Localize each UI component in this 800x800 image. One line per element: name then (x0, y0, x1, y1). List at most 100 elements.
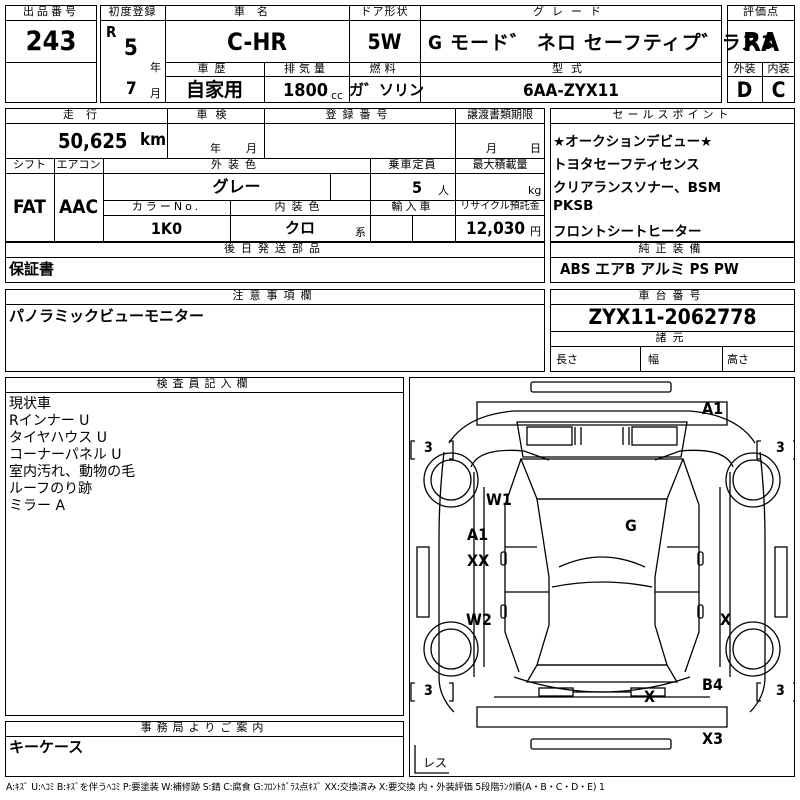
office-note: キーケース (9, 738, 84, 756)
inspector-line: 現状車 (9, 396, 51, 412)
vehicle-header-box (100, 5, 722, 103)
inspector-line: 室内汚れ、動物の毛 (9, 464, 136, 480)
windshield (520, 458, 684, 500)
car-name-label: 車名 (234, 5, 280, 18)
front-bumper (476, 401, 728, 426)
left-side-profile (416, 546, 430, 618)
mark-left-rear-door: W2 (466, 610, 492, 629)
office-label: 事務局よりご案内 (140, 721, 269, 734)
right-side-profile (774, 546, 788, 618)
right-front-door-handle (697, 551, 704, 566)
inspector-line: ミラー A (9, 498, 66, 514)
tire-bracket-rr (756, 682, 761, 702)
inspection-year-unit: 年 (210, 142, 221, 155)
right-body-outline (749, 451, 766, 713)
sales-point-item: クリアランスソナー、BSM (553, 180, 722, 196)
interior-grade: C (771, 78, 786, 102)
era: R (106, 23, 117, 41)
history: 自家用 (185, 79, 243, 101)
sales-point-item: ★オークションデビュー★ (553, 134, 713, 150)
width-label: 幅 (648, 353, 659, 366)
registration-year: 5 (124, 36, 138, 61)
displacement: 1800 (283, 80, 329, 101)
interior-color: クロ (284, 219, 315, 237)
interior-color-label: 内装色 (274, 200, 326, 213)
car-name: C-HR (226, 28, 288, 56)
inspector-box (5, 377, 404, 716)
capacity-unit: 人 (438, 184, 449, 197)
hood (516, 421, 688, 458)
transfer-month-unit: 月 (486, 142, 497, 155)
spare-tire-bracket (414, 745, 449, 774)
mileage: 50,625 (58, 129, 128, 153)
lot-number-label: 出品番号 (23, 5, 79, 18)
model-label: 型式 (552, 62, 590, 75)
mileage-unit: km (140, 130, 167, 150)
color-number: 1K0 (150, 219, 183, 238)
chassis-box (550, 289, 795, 372)
sales-points-box (550, 108, 795, 242)
inspector-line: ルーフのり跡 (9, 481, 93, 497)
import-label: 輸入車 (391, 200, 434, 213)
front-fender-line (448, 410, 756, 444)
history-label: 車歴 (197, 62, 232, 75)
fuel: ガ゛ソリン (349, 81, 425, 99)
car-damage-diagram (410, 381, 795, 774)
tire-tread-rear-left: 3 (424, 683, 433, 699)
legend: A:ｷｽﾞ U:ﾍｺﾐ B:ｷｽﾞを伴うﾍｺﾐ P:要塗装 W:補修跡 S:錆 … (6, 782, 605, 793)
door-label: ドア形状 (360, 5, 409, 18)
registration-number-label: 登録番号 (325, 108, 394, 121)
left-side-windows (504, 458, 522, 673)
registration-month: 7 (126, 79, 137, 99)
grade-label: グレード (533, 5, 609, 18)
tire-tread-rear-right: 3 (776, 683, 785, 699)
lot-number-box (5, 5, 97, 103)
vehicle-details-box (5, 108, 545, 242)
exterior-grade-label: 外装 (733, 62, 756, 75)
color-number-label: カラーNo. (131, 200, 202, 213)
tire-tread-front-right: 3 (776, 440, 785, 456)
exterior-grade: D (736, 78, 753, 102)
height-label: 高さ (727, 353, 749, 366)
rear-right-wheel (725, 621, 781, 677)
grade: G モード゛ ネロ セーフティプ゛ラス3 (428, 32, 775, 54)
recycle-label: リサイクル預託金 (460, 201, 540, 212)
month-unit: 月 (150, 87, 161, 100)
sales-points-label: セールスポイント (612, 108, 733, 121)
score-label: 評価点 (743, 5, 779, 18)
recycle-deposit: 12,030 (466, 219, 526, 239)
later-parts-box (5, 242, 545, 283)
capacity: 5 (412, 178, 423, 197)
tire-tread-front-left: 3 (424, 440, 433, 456)
lot-number: 243 (25, 26, 77, 57)
chassis-number: ZYX11-2062778 (588, 305, 757, 329)
shift: FAT (13, 196, 46, 218)
mark-left-front-door-replaced: XX (467, 551, 490, 570)
damage-diagram-box (409, 377, 795, 777)
inspection-month-unit: 月 (246, 142, 257, 155)
max-load-label: 最大積載量 (472, 158, 528, 171)
exterior-color-label: 外装色 (211, 158, 262, 171)
left-headlight (526, 426, 573, 446)
transfer-day-unit: 日 (530, 142, 541, 155)
notes-label: 注意事項欄 (232, 289, 318, 302)
front-bumper-strip (530, 381, 672, 393)
door-type: 5W (367, 30, 402, 54)
max-load-unit: kg (528, 184, 542, 197)
mark-front-bumper: A1 (702, 399, 724, 418)
exterior-color: グレー (212, 177, 261, 196)
mark-rear-panel: X (644, 687, 656, 706)
left-body-outline (438, 451, 455, 713)
capacity-label: 乗車定員 (388, 158, 437, 171)
later-parts-label: 後日発送部品 (224, 242, 326, 255)
notes-box (5, 289, 545, 372)
score: RA (742, 28, 780, 58)
notes: パノラミックビューモニター (9, 307, 205, 325)
sales-point-item: PKSB (553, 198, 594, 214)
mark-left-fender: W1 (486, 490, 512, 509)
rear-bumper-strip (530, 738, 672, 750)
chassis-label: 車台番号 (638, 289, 707, 302)
right-side-windows (682, 458, 700, 673)
dimensions-label: 諸元 (655, 331, 690, 344)
score-box (727, 5, 795, 103)
